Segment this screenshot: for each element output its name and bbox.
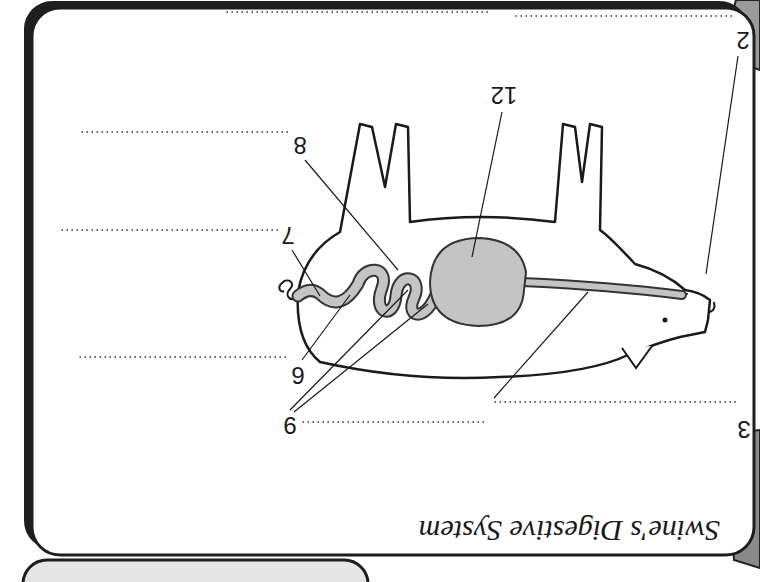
callout-number: 12 [491,82,518,108]
callout-number: 3 [737,416,750,442]
card [32,8,754,555]
stomach [430,238,526,326]
answer-lines [60,12,736,422]
callout-number: 8 [293,132,306,158]
digestive-tract [298,238,682,326]
pig-snout [710,302,715,312]
pig-ear [622,346,652,368]
callout-number: 7 [281,222,294,248]
pig-eye [663,318,668,323]
callout-number: 6 [291,362,304,388]
callout-number: 2 [736,27,749,53]
callout-number: 9 [283,412,296,438]
neighbour-card [23,560,368,582]
leader-lines [290,56,738,412]
diagram-title: Swine's Digestive System [419,515,720,548]
